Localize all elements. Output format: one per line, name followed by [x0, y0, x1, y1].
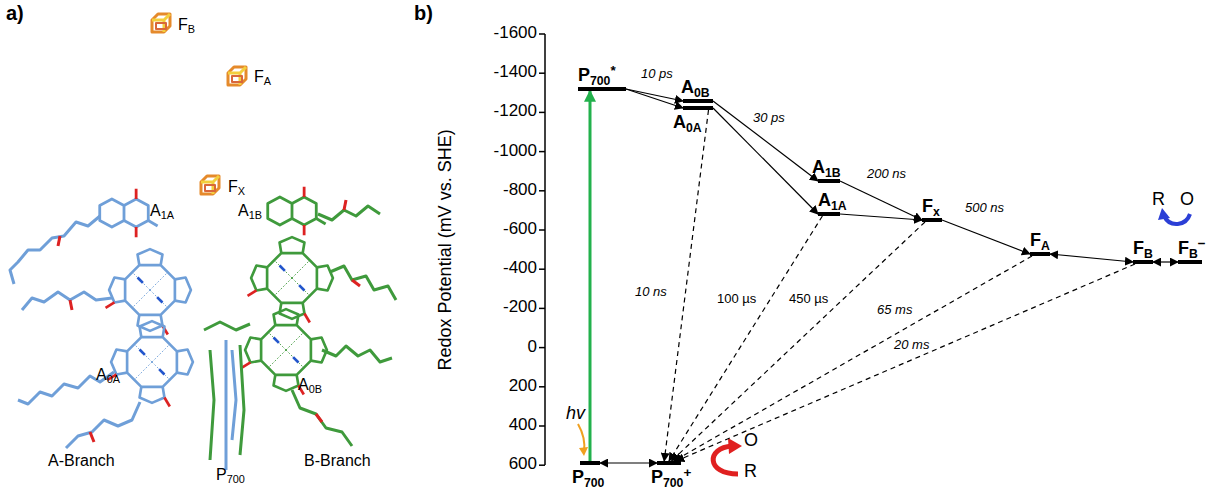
transfer-arrow [840, 214, 922, 220]
energy-level: A0B [683, 99, 713, 103]
tick-label: 600 [509, 455, 537, 474]
time-constant: 100 µs [716, 291, 757, 306]
annotation: R [744, 462, 757, 482]
cofactor-label: A1A [150, 202, 174, 220]
energy-level: FB [1133, 260, 1153, 264]
recombination-arrow [671, 222, 925, 461]
annotation: R [1152, 190, 1165, 210]
recombination-arrow [676, 264, 1135, 461]
recombination-arrow [669, 216, 822, 461]
time-constant: 10 ns [634, 284, 668, 299]
energy-level: P700+ [657, 461, 681, 465]
tick-label: -800 [503, 181, 537, 200]
transfer-arrow [1050, 254, 1133, 262]
cofactor-label: B-Branch [304, 452, 371, 470]
energy-level: P700 [580, 461, 600, 465]
energy-level: Fx [922, 218, 942, 222]
transfer-arrow [713, 108, 818, 214]
transfer-arrow [942, 220, 1030, 254]
time-constant: 65 ms [876, 302, 913, 317]
time-constant: 450 µs [788, 291, 829, 306]
tick-label: -200 [503, 298, 537, 317]
tick-label: -1600 [494, 24, 537, 43]
excitation-arrow [589, 91, 592, 461]
transfer-arrow [626, 89, 683, 108]
level-label: A0A [673, 112, 702, 132]
level-label: A1B [812, 157, 841, 177]
level-label: Fx [922, 196, 940, 216]
annotation: O [744, 431, 758, 451]
tick-label: -1200 [494, 102, 537, 121]
cofactor-label: A1B [238, 202, 262, 220]
transfer-arrow [840, 181, 922, 220]
energy-level: A1B [818, 179, 840, 183]
time-constant: 20 ms [893, 337, 930, 352]
level-label: P700* [578, 65, 616, 85]
level-label: FB− [1178, 238, 1206, 258]
tick-label: 400 [509, 416, 537, 435]
annotation: O [1180, 190, 1194, 210]
cofactor-label: A0A [96, 366, 120, 384]
time-constant: 10 ps [640, 66, 674, 81]
tick-label: -600 [503, 220, 537, 239]
level-label: P700+ [651, 467, 691, 487]
recombination-arrow [674, 256, 1032, 461]
tick-label: 0 [528, 338, 537, 357]
cofactor-label: P700 [216, 466, 245, 484]
tick-label: 200 [509, 377, 537, 396]
axis-title: Redox Potential (mV vs. SHE) [436, 129, 456, 370]
cofactor-label: FA [254, 68, 271, 86]
cofactor-label: FB [178, 16, 195, 34]
cofactor-label: A0B [298, 376, 322, 394]
level-label: A1A [818, 190, 847, 210]
level-label: A0B [681, 77, 710, 97]
energy-level: FB− [1178, 260, 1202, 264]
transfer-arrow [626, 89, 683, 101]
energy-level: FA [1030, 252, 1050, 256]
panel-letter: a) [6, 2, 24, 24]
level-label: FB [1133, 238, 1153, 258]
tick-label: -1000 [494, 142, 537, 161]
time-constant: 500 ns [964, 200, 1005, 215]
transfer-arrow [713, 101, 818, 181]
cofactor-label: FX [228, 178, 245, 196]
transfer-arrow [600, 462, 657, 463]
energy-level: P700* [578, 87, 626, 91]
transfer-arrow [1153, 261, 1178, 262]
level-label: P700 [572, 467, 604, 487]
annotation: hv [566, 404, 585, 424]
cofactor-label: A-Branch [48, 452, 115, 470]
level-label: FA [1030, 230, 1050, 250]
time-constant: 200 ns [866, 166, 907, 181]
time-constant: 30 ps [752, 110, 786, 125]
tick-label: -1400 [494, 63, 537, 82]
panel-letter: b) [414, 2, 433, 24]
energy-level: A1A [818, 212, 840, 216]
tick-label: -400 [503, 259, 537, 278]
energy-level: A0A [683, 106, 713, 110]
